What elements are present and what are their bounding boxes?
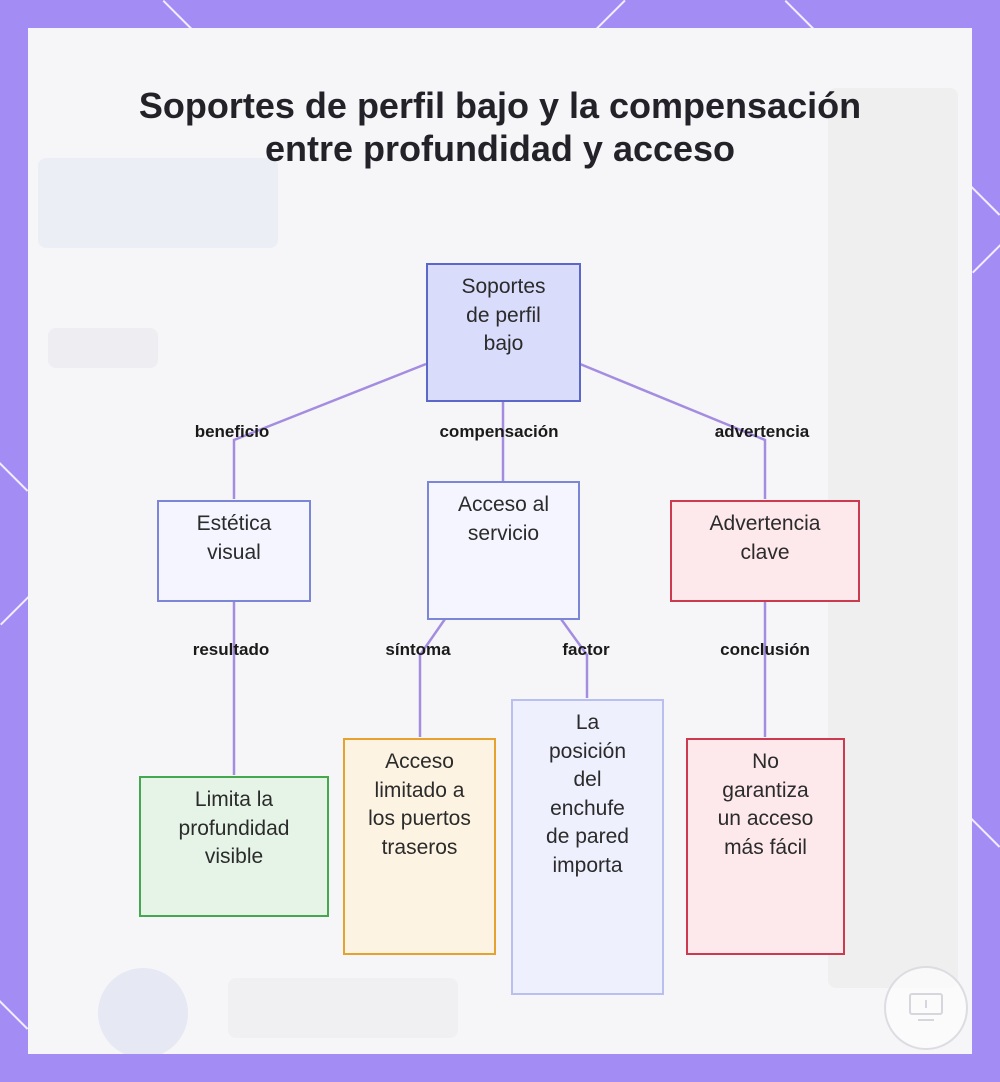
edge-beneficio: [232, 362, 427, 499]
node-soportes-perfil-bajo: Soportes de perfil bajo: [426, 263, 581, 402]
edge-label-resultado: resultado: [192, 640, 270, 659]
node-acceso-servicio: Acceso al servicio: [427, 481, 580, 620]
edge-label-compensacion: compensación: [439, 422, 559, 441]
node-label: La posición del enchufe de pared importa: [546, 711, 629, 877]
background-ghost-shape: [48, 328, 158, 368]
node-label: Acceso limitado a los puertos traseros: [368, 750, 471, 859]
monitor-icon: [884, 966, 968, 1050]
edge-label-conclusion: conclusión: [720, 640, 810, 659]
edge-advertencia: [579, 362, 767, 499]
node-label: No garantiza un acceso más fácil: [717, 750, 814, 859]
node-label: Acceso al servicio: [457, 493, 550, 545]
edge-label-beneficio: beneficio: [194, 422, 270, 441]
page-title: Soportes de perfil bajo y la compensació…: [138, 85, 862, 170]
edge-sintoma: [418, 618, 447, 737]
edge-label-sintoma: síntoma: [385, 640, 451, 659]
background-ghost-shape: [228, 978, 458, 1038]
node-acceso-limitado: Acceso limitado a los puertos traseros: [343, 738, 496, 955]
node-no-garantiza: No garantiza un acceso más fácil: [686, 738, 845, 955]
background-ghost-shape: [98, 968, 188, 1054]
node-posicion-enchufe: La posición del enchufe de pared importa: [511, 699, 664, 995]
node-label: Soportes de perfil bajo: [461, 275, 546, 355]
node-estetica-visual: Estética visual: [157, 500, 311, 602]
edge-factor: [559, 618, 589, 698]
edge-label-advertencia: advertencia: [714, 422, 810, 441]
edge-label-factor: factor: [562, 640, 610, 659]
node-limita-profundidad: Limita la profundidad visible: [139, 776, 329, 917]
node-label: Limita la profundidad visible: [178, 788, 290, 868]
node-label: Estética visual: [196, 512, 272, 564]
node-advertencia-clave: Advertencia clave: [670, 500, 860, 602]
monitor-icon-glyph: [909, 993, 943, 1021]
background-ghost-shape: [38, 158, 278, 248]
node-label: Advertencia clave: [709, 512, 821, 564]
